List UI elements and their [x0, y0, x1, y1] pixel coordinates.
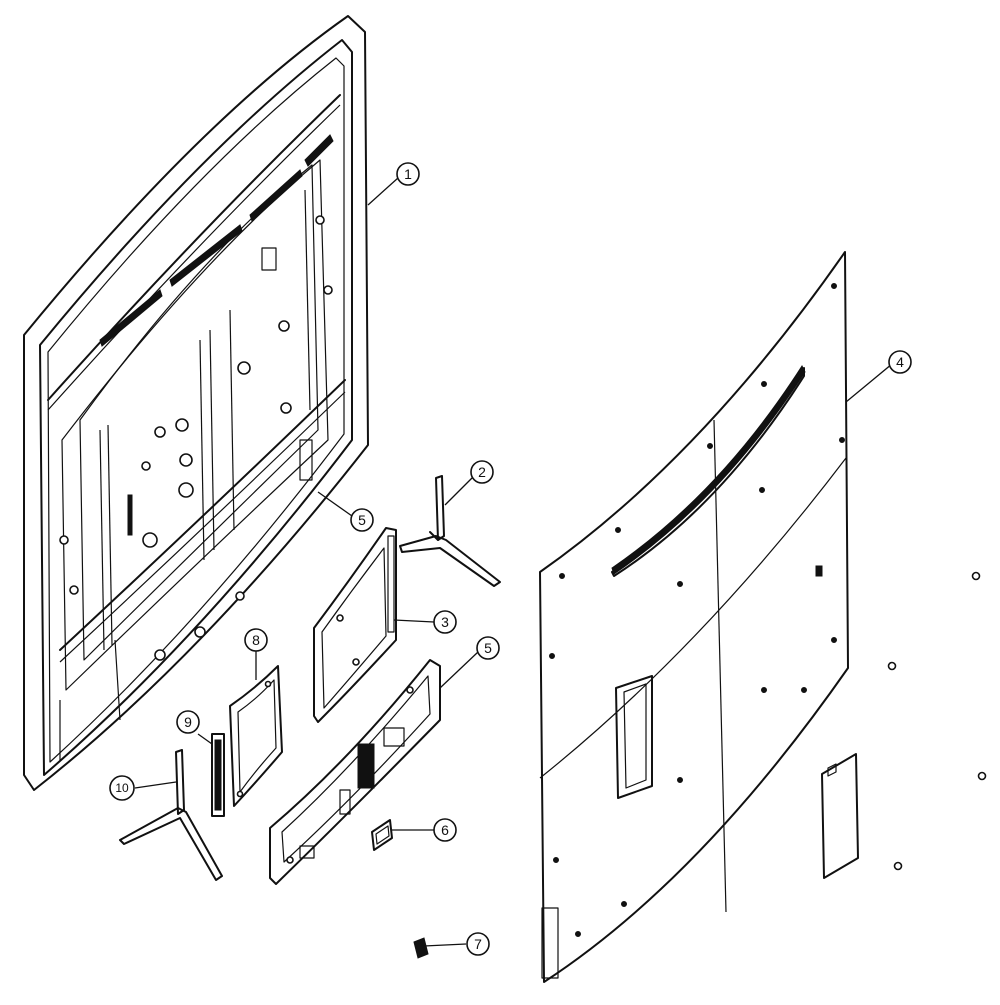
callout-label: 3 [441, 614, 449, 630]
callout-8: 8 [244, 628, 268, 652]
callout-2: 2 [470, 460, 494, 484]
callout-9: 9 [176, 710, 200, 734]
part-front-panel [23, 15, 369, 791]
part-cover-plate [821, 753, 859, 879]
part-back-cover [539, 251, 849, 983]
callout-label: 9 [184, 714, 192, 730]
callout-label: 10 [115, 781, 129, 795]
callout-label: 1 [404, 166, 412, 182]
callout-label: 4 [896, 354, 904, 370]
part-main-board-bracket [269, 659, 441, 885]
part-connector-board [371, 819, 393, 851]
callout-label: 8 [252, 632, 260, 648]
callout-10: 10 [109, 775, 135, 801]
part-stand-right [399, 475, 501, 587]
callout-label: 2 [478, 464, 486, 480]
callout-3: 3 [433, 610, 457, 634]
callout-1: 1 [396, 162, 420, 186]
part-side-strip [211, 733, 225, 817]
callout-6: 6 [433, 818, 457, 842]
callout-label: 5 [358, 512, 366, 528]
part-power-board [229, 665, 283, 807]
callout-7: 7 [466, 932, 490, 956]
callout-11: 5 [350, 508, 374, 532]
callout-5: 5 [476, 636, 500, 660]
part-stand-left [119, 749, 223, 881]
callout-label: 6 [441, 822, 449, 838]
screws [887, 571, 987, 871]
part-clip [413, 937, 429, 959]
callout-4: 4 [888, 350, 912, 374]
part-bracket-plate [313, 527, 397, 723]
callout-label: 7 [474, 936, 482, 952]
leader-lines [134, 177, 893, 947]
callout-label: 5 [484, 640, 492, 656]
